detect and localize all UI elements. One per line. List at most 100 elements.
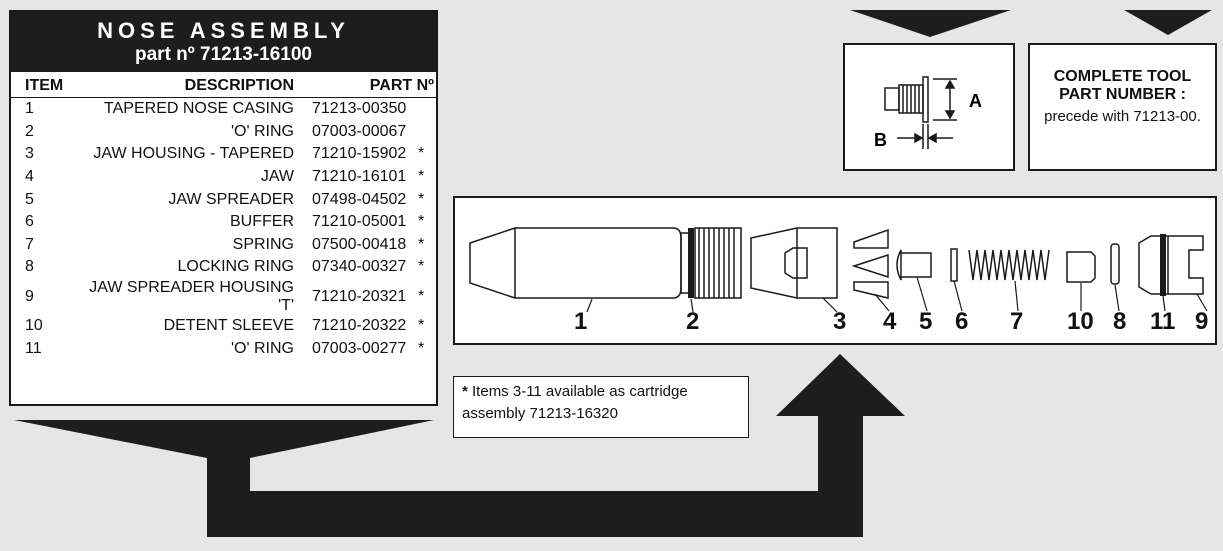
tool-number-box: COMPLETE TOOL PART NUMBER : precede with… xyxy=(1028,43,1217,171)
row-description: JAW SPREADER xyxy=(168,190,294,208)
header-description: DESCRIPTION xyxy=(69,75,312,98)
row-description: JAW xyxy=(260,168,294,186)
row-cartridge-marker: * xyxy=(418,145,425,163)
part-6-buffer xyxy=(950,248,958,282)
rivet-thread-lines xyxy=(902,85,920,113)
header-part: PART Nº xyxy=(312,75,436,98)
row-cartridge-marker: * xyxy=(418,317,425,335)
rivet-sketch xyxy=(884,76,929,123)
part-3-jaw-housing xyxy=(750,227,838,299)
part-4-jaw-mid xyxy=(851,253,889,279)
tool-heading-line2: PART NUMBER : xyxy=(1059,86,1186,103)
row-cartridge-marker: * xyxy=(418,287,425,305)
casing-thread xyxy=(694,227,742,299)
table-subtitle: part nº 71213-16100 xyxy=(135,44,312,65)
connector-band xyxy=(207,491,863,537)
row-part-number: 71213-00350 xyxy=(312,100,407,118)
connector-riser xyxy=(818,416,863,491)
table-header: NOSE ASSEMBLY part nº 71213-16100 xyxy=(11,12,436,72)
jaw-housing-window xyxy=(784,247,808,279)
row-part-number: 71210-15902 xyxy=(312,145,407,163)
tool-number-heading: COMPLETE TOOL PART NUMBER : xyxy=(1030,45,1215,104)
part-2-o-ring xyxy=(688,228,694,298)
row-cartridge-marker: * xyxy=(418,258,425,276)
row-item-number: 8 xyxy=(25,258,34,276)
row-part-number: 07500-00418 xyxy=(312,235,407,253)
row-item-number: 5 xyxy=(25,190,34,208)
part-4-jaw-top xyxy=(853,228,889,249)
up-arrow-head xyxy=(776,354,905,416)
row-part-number: 71210-16101 xyxy=(312,168,407,186)
down-arrow-dimension xyxy=(850,10,1011,37)
row-part-number: 07498-04502 xyxy=(312,190,407,208)
row-item-number: 6 xyxy=(25,213,34,231)
row-item-number: 3 xyxy=(25,145,34,163)
label-part-1: 1 xyxy=(574,308,588,335)
row-cartridge-marker: * xyxy=(418,213,425,231)
row-part-number: 07003-00277 xyxy=(312,339,407,357)
label-part-4: 4 xyxy=(883,308,897,335)
dim-b-arrow xyxy=(897,124,953,149)
parts-table-panel: NOSE ASSEMBLY part nº 71213-16100 ITEM D… xyxy=(9,10,438,406)
dim-b-label: B xyxy=(874,130,887,150)
row-description: SPRING xyxy=(232,235,294,253)
row-cartridge-marker: * xyxy=(418,339,425,357)
row-part-number: 07003-00067 xyxy=(312,122,407,140)
label-part-5: 5 xyxy=(919,308,933,335)
label-part-2: 2 xyxy=(686,308,700,335)
table-row: 5 JAW SPREADER 07498-04502 * xyxy=(11,188,436,211)
table-row: 3 JAW HOUSING - TAPERED 71210-15902 * xyxy=(11,143,436,166)
row-cartridge-marker: * xyxy=(418,168,425,186)
tool-number-note: precede with 71213-00. xyxy=(1044,108,1201,125)
row-item-number: 10 xyxy=(25,317,43,335)
row-item-number: 7 xyxy=(25,235,34,253)
part-4-jaw-bottom xyxy=(853,281,889,299)
row-item-number: 2 xyxy=(25,122,34,140)
casing-thread-lines xyxy=(698,228,735,298)
part-7-spring xyxy=(968,249,1050,281)
row-description: JAW HOUSING - TAPERED xyxy=(93,145,294,163)
label-part-11: 11 xyxy=(1150,308,1176,335)
row-cartridge-marker xyxy=(418,121,436,144)
leader-lines xyxy=(586,276,1208,313)
label-part-6: 6 xyxy=(955,308,969,335)
part-number-labels: 1 2 3 4 5 6 7 10 8 11 9 xyxy=(455,308,1215,338)
casing-collar xyxy=(680,232,690,294)
dim-a-arrow xyxy=(933,78,957,121)
cartridge-note: * Items 3-11 available as cartridge asse… xyxy=(453,376,749,438)
part-1-nose-casing xyxy=(469,227,682,299)
row-item-number: 9 xyxy=(25,287,34,305)
label-part-3: 3 xyxy=(833,308,847,335)
row-part-number: 71210-05001 xyxy=(312,213,407,231)
note-line2: assembly 71213-16320 xyxy=(462,405,618,422)
rivet-body xyxy=(884,87,900,111)
row-item-number: 11 xyxy=(25,339,42,357)
part-11-o-ring xyxy=(1160,234,1166,296)
row-description: JAW SPREADER HOUSING 'T' xyxy=(89,278,294,314)
label-part-8: 8 xyxy=(1113,308,1127,335)
note-line1: Items 3-11 available as cartridge xyxy=(467,383,688,400)
row-item-number: 1 xyxy=(25,100,34,118)
label-part-10: 10 xyxy=(1067,308,1094,335)
part-9-jaw-spreader-housing xyxy=(1138,235,1204,295)
row-description: DETENT SLEEVE xyxy=(163,317,294,335)
table-funnel-shape xyxy=(14,420,434,491)
note-star: * xyxy=(462,383,468,400)
row-description: LOCKING RING xyxy=(177,258,294,276)
rivet-flange xyxy=(922,76,929,123)
rivet-dimension-diagram: A B xyxy=(874,76,982,150)
row-cartridge-marker xyxy=(418,98,436,121)
down-arrow-tool xyxy=(1124,10,1212,35)
row-cartridge-marker: * xyxy=(418,190,425,208)
dim-a-label: A xyxy=(969,91,982,111)
